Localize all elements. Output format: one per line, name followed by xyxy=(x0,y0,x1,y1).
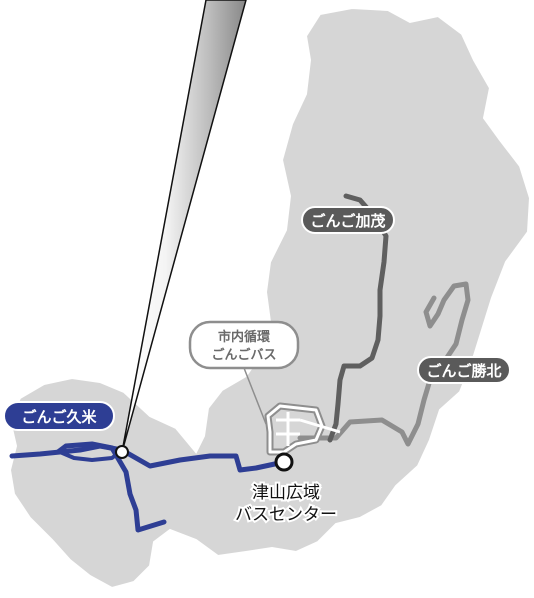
shohoku-route-label: ごんご勝北 xyxy=(417,356,511,384)
kume-route-label: ごんご久米 xyxy=(3,401,115,431)
terminal-stop-marker xyxy=(274,452,294,472)
kume-stop-marker xyxy=(115,445,129,459)
shohoku-route-line xyxy=(297,281,471,447)
loop-route-label-line2: ごんごバス xyxy=(211,347,276,363)
loop-route-label-line1: 市内循環 xyxy=(218,329,271,345)
terminal-label-line2: バスセンター xyxy=(235,505,337,525)
loop-route-label: 市内循環 ごんごバス xyxy=(188,320,300,370)
kume-route-line-loop xyxy=(58,448,124,462)
shohoku-route-label-text: ごんご勝北 xyxy=(426,362,501,380)
kume-route-line-branch xyxy=(55,441,167,533)
terminal-label: 津山広域 バスセンター xyxy=(233,481,339,527)
terminal-label-line1: 津山広域 xyxy=(252,483,320,503)
loop-label-leader xyxy=(243,367,267,425)
kamo-route-label: ごんご加茂 xyxy=(301,206,395,234)
leader-beam xyxy=(121,0,247,453)
kume-route-label-text: ごんご久米 xyxy=(21,408,97,426)
kamo-route-label-text: ごんご加茂 xyxy=(310,212,385,230)
loop-route-grid xyxy=(276,412,341,446)
